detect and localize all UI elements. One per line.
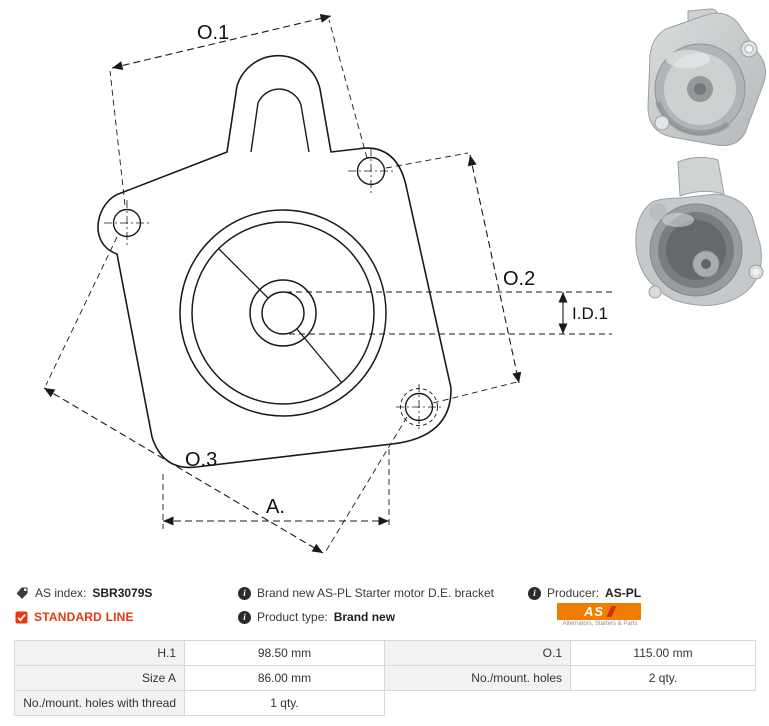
spec-label-size-a: Size A [14,665,185,691]
spec-value-o1: 115.00 mm [570,640,756,666]
product-type-value: Brand new [333,610,396,624]
dim-label-o2: O.2 [503,268,535,290]
spec-label-mount-holes: No./mount. holes [384,665,571,691]
info-icon: i [528,586,541,600]
aspl-logo-slash-icon [606,606,617,617]
dim-label-o1: O.1 [197,22,229,44]
radial-line-upper [218,248,269,299]
product-type-label: Product type: [257,610,328,624]
table-row: H.1 98.50 mm O.1 115.00 mm [14,640,756,666]
spec-label-h1: H.1 [14,640,185,666]
dim-label-a: A. [266,496,285,518]
standard-line-label: STANDARD LINE [34,610,134,624]
table-row: Size A 86.00 mm No./mount. holes 2 qty. [14,665,756,691]
dim-line-o1 [111,14,332,70]
hub-circle [249,279,317,347]
bore-circle [261,291,305,335]
producer-value: AS-PL [605,586,642,600]
product-photo-top [647,8,767,146]
radial-line-lower [296,328,343,384]
spec-label-o1: O.1 [384,640,571,666]
info-icon: i [238,586,251,600]
spec-value-threaded-holes: 1 qty. [184,690,385,716]
producer-line: i Producer: AS-PL [528,585,641,601]
spec-value-h1: 98.50 mm [184,640,385,666]
dim-line-o3 [43,387,324,554]
spec-table: H.1 98.50 mm O.1 115.00 mm Size A 86.00 … [14,640,756,716]
aspl-logo-tagline: Alternators, Starters & Parts [562,621,638,627]
table-row: No./mount. holes with thread 1 qty. [14,690,756,716]
as-index-value: SBR3079S [92,586,153,600]
dim-line-o2 [467,154,522,384]
tower-inner-arch [250,88,310,153]
checked-checkbox-icon [15,611,28,623]
product-description: Brand new AS-PL Starter motor D.E. brack… [257,586,494,600]
aspl-logo-text: AS [583,604,605,619]
spec-label-threaded-holes: No./mount. holes with thread [14,690,185,716]
bracket-outline [97,54,452,469]
technical-drawing: O.1 O.2 O.3 I.D.1 A. [43,14,612,554]
tag-icon [16,587,28,599]
spec-cell-blank [570,690,756,716]
as-index-line: AS index: SBR3079S [15,585,152,601]
info-icon: i [238,610,251,624]
as-index-label: AS index: [35,586,87,600]
product-photo-bottom [635,156,764,306]
spec-value-mount-holes: 2 qty. [570,665,756,691]
hole-crosshairs [104,148,443,431]
standard-line: STANDARD LINE [15,609,134,625]
aspl-logo-box: AS [557,603,641,620]
producer-label: Producer: [547,586,600,600]
product-type-line: i Product type: Brand new [238,609,395,625]
dim-label-o3: O.3 [185,449,217,471]
aspl-logo: AS Alternators, Starters & Parts [557,603,643,628]
dim-label-id1: I.D.1 [572,304,608,323]
spec-cell-blank [384,690,571,716]
spec-value-size-a: 86.00 mm [184,665,385,691]
description-line: i Brand new AS-PL Starter motor D.E. bra… [238,585,494,601]
